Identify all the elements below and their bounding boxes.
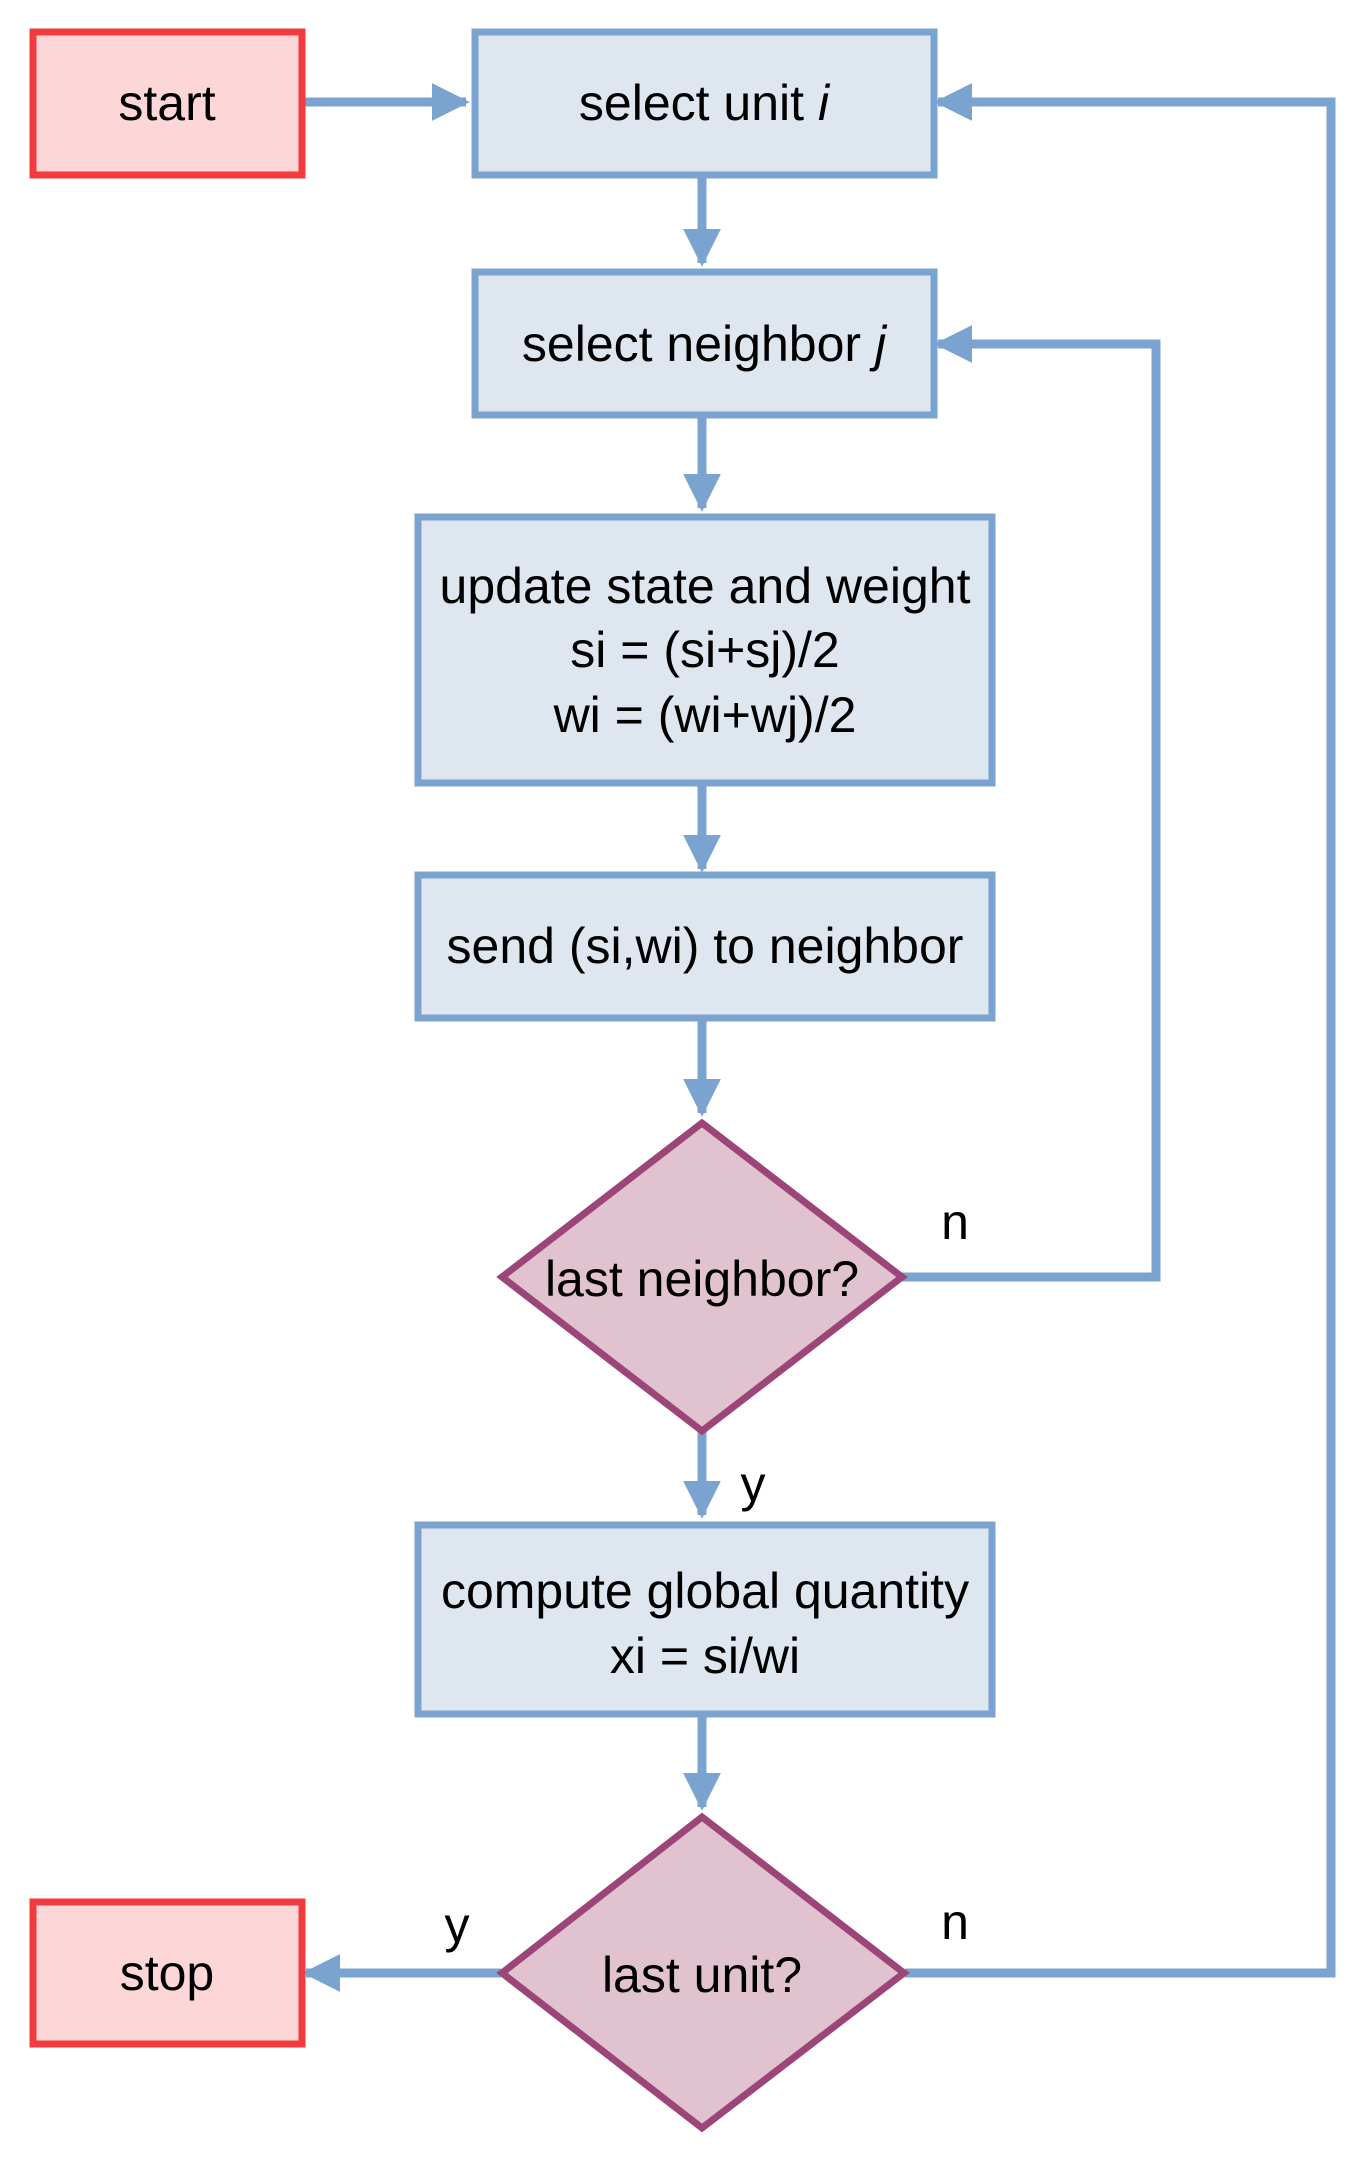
- select-neighbor-box: [471, 268, 938, 419]
- last-neighbor-label: last neighbor?: [545, 1251, 859, 1307]
- select-unit-box: [471, 28, 938, 179]
- edge-last-neighbor-no-loop: [902, 325, 1161, 1282]
- select-neighbor-node: select neighbor j: [471, 268, 938, 419]
- update-line-1: update state and weight: [440, 558, 971, 614]
- compute-line-2: xi = si/wi: [610, 1628, 800, 1684]
- stop-label: stop: [120, 1945, 215, 2001]
- select-unit-var: i: [818, 75, 831, 131]
- update-line-3: wi = (wi+wj)/2: [553, 687, 857, 743]
- select-unit-text: select unit i: [579, 75, 831, 131]
- connectors: [298, 83, 1336, 1992]
- start-box: [29, 28, 306, 179]
- start-label: start: [118, 75, 215, 131]
- compute-line-1: compute global quantity: [441, 1563, 969, 1619]
- last-neighbor-node: last neighbor?: [496, 1118, 908, 1436]
- select-unit-node: select unit i: [471, 28, 938, 179]
- send-node: send (si,wi) to neighbor: [414, 871, 996, 1022]
- compute-node: compute global quantity xi = si/wi: [414, 1521, 996, 1718]
- send-box: [414, 871, 996, 1022]
- last-unit-diamond: [496, 1812, 910, 2133]
- last-unit-node: last unit?: [496, 1812, 910, 2133]
- last-neighbor-no-label: n: [941, 1194, 969, 1250]
- edge-last-unit-no-loop: [905, 83, 1336, 1978]
- update-node: update state and weight si = (si+sj)/2 w…: [414, 513, 996, 787]
- update-box: [414, 513, 996, 787]
- select-neighbor-text: select neighbor j: [522, 316, 888, 372]
- stop-node: stop: [29, 1898, 306, 2048]
- last-unit-no-label: n: [941, 1894, 969, 1950]
- select-neighbor-label: select neighbor: [522, 316, 861, 372]
- last-unit-label: last unit?: [602, 1947, 802, 2003]
- start-node: start: [29, 28, 306, 179]
- send-label: send (si,wi) to neighbor: [447, 918, 964, 974]
- stop-box: [29, 1898, 306, 2048]
- update-line-2: si = (si+sj)/2: [570, 622, 840, 678]
- last-neighbor-diamond: [496, 1118, 908, 1436]
- last-neighbor-yes-label: y: [741, 1456, 766, 1512]
- compute-box: [414, 1521, 996, 1718]
- select-unit-label: select unit: [579, 75, 804, 131]
- last-unit-yes-label: y: [445, 1897, 470, 1953]
